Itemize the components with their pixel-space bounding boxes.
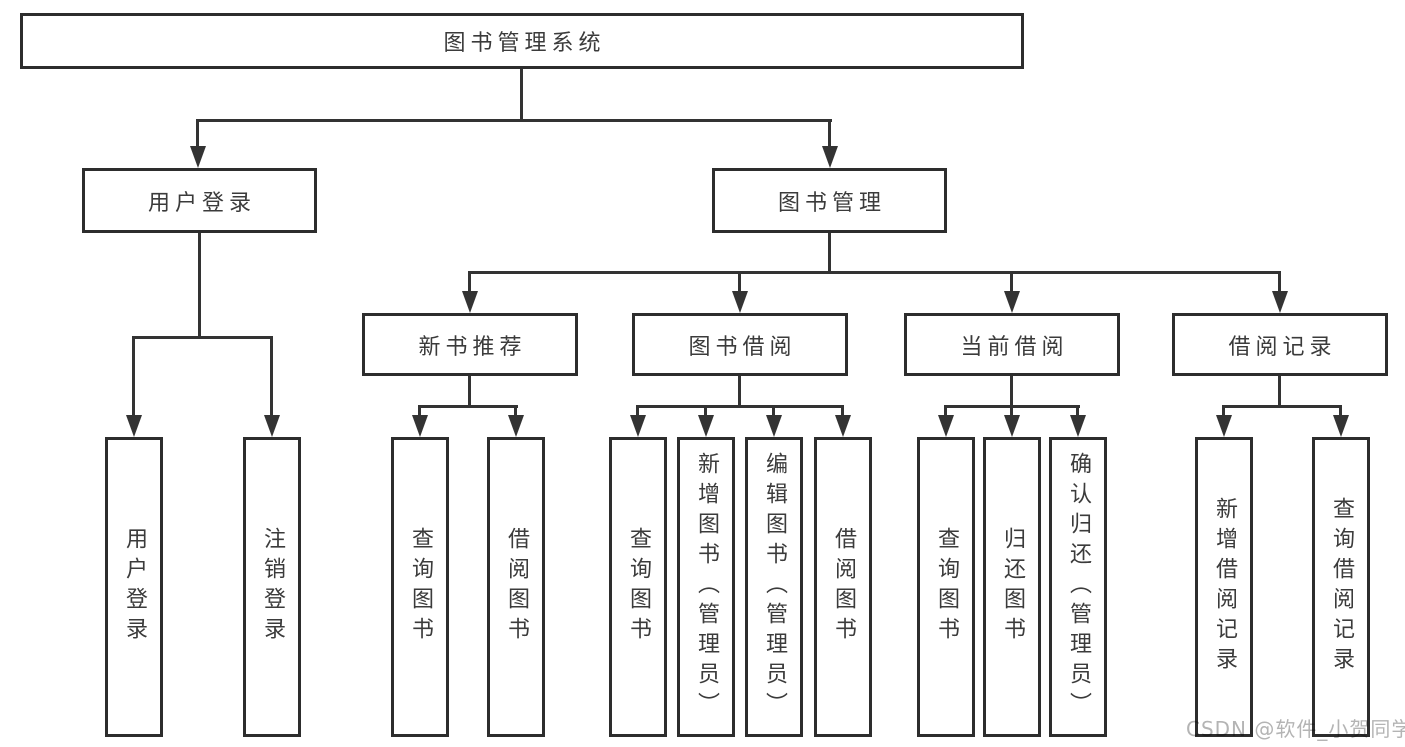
connector-hline (636, 405, 844, 408)
leaf-current-confirm-return-label: 确认归还（管理员） (1066, 452, 1091, 722)
connector-vline (468, 271, 471, 295)
connector-vline (1010, 271, 1013, 295)
arrow-down-icon (462, 291, 478, 313)
leaf-records-query-record-label: 查询借阅记录 (1329, 497, 1354, 677)
node-root: 图书管理系统 (20, 13, 1024, 69)
leaf-recommend-borrow-book-label: 借阅图书 (504, 527, 529, 647)
connector-hline (468, 271, 1281, 274)
node-book-mgmt-label: 图书管理 (777, 190, 886, 216)
leaf-current-return-book: 归还图书 (983, 437, 1041, 737)
arrow-down-icon (1272, 291, 1288, 313)
node-new-book-recommend-label: 新书推荐 (418, 334, 527, 360)
leaf-lending-query-book: 查询图书 (609, 437, 667, 737)
connector-vline (738, 376, 741, 408)
connector-vline (132, 336, 135, 416)
connector-hline (196, 119, 832, 122)
arrow-down-icon (1004, 415, 1020, 437)
node-current-lending-label: 当前借阅 (960, 334, 1069, 360)
node-book-lending: 图书借阅 (632, 313, 848, 376)
leaf-logout-label: 注销登录 (260, 527, 285, 647)
arrow-down-icon (835, 415, 851, 437)
connector-vline (1339, 405, 1342, 418)
arrow-down-icon (822, 146, 838, 168)
connector-hline (132, 336, 273, 339)
connector-vline (1010, 376, 1013, 408)
arrow-down-icon (508, 415, 524, 437)
connector-vline (828, 119, 831, 151)
arrow-down-icon (732, 291, 748, 313)
leaf-recommend-query-book: 查询图书 (391, 437, 449, 737)
node-book-lending-label: 图书借阅 (688, 334, 797, 360)
connector-vline (514, 405, 517, 418)
arrow-down-icon (264, 415, 280, 437)
node-new-book-recommend: 新书推荐 (362, 313, 578, 376)
arrow-down-icon (1216, 415, 1232, 437)
connector-vline (468, 376, 471, 408)
watermark: CSDN @软件_小贺同学 (1186, 717, 1405, 741)
leaf-logout: 注销登录 (243, 437, 301, 737)
leaf-user-login: 用户登录 (105, 437, 163, 737)
connector-vline (196, 119, 199, 151)
connector-vline (1278, 376, 1281, 408)
connector-vline (1076, 405, 1079, 418)
arrow-down-icon (698, 415, 714, 437)
arrow-down-icon (938, 415, 954, 437)
connector-vline (1222, 405, 1225, 418)
leaf-user-login-label: 用户登录 (122, 527, 147, 647)
connector-vline (828, 232, 831, 273)
arrow-down-icon (412, 415, 428, 437)
connector-vline (1278, 271, 1281, 295)
leaf-records-query-record: 查询借阅记录 (1312, 437, 1370, 737)
leaf-records-add-record-label: 新增借阅记录 (1212, 497, 1237, 677)
leaf-lending-edit-book-label: 编辑图书（管理员） (762, 452, 787, 722)
node-book-mgmt: 图书管理 (712, 168, 947, 233)
arrow-down-icon (630, 415, 646, 437)
connector-vline (841, 405, 844, 418)
leaf-lending-edit-book: 编辑图书（管理员） (745, 437, 803, 737)
connector-vline (636, 405, 639, 418)
leaf-current-query-book: 查询图书 (917, 437, 975, 737)
leaf-lending-add-book: 新增图书（管理员） (677, 437, 735, 737)
node-root-label: 图书管理系统 (443, 31, 606, 56)
connector-hline (418, 405, 518, 408)
node-lending-records: 借阅记录 (1172, 313, 1388, 376)
connector-vline (418, 405, 421, 418)
connector-vline (772, 405, 775, 418)
leaf-lending-query-book-label: 查询图书 (626, 527, 651, 647)
arrow-down-icon (126, 415, 142, 437)
arrow-down-icon (190, 146, 206, 168)
leaf-records-add-record: 新增借阅记录 (1195, 437, 1253, 737)
connector-vline (738, 271, 741, 295)
leaf-lending-borrow-book: 借阅图书 (814, 437, 872, 737)
node-current-lending: 当前借阅 (904, 313, 1120, 376)
arrow-down-icon (1070, 415, 1086, 437)
node-user-login-label: 用户登录 (147, 190, 256, 216)
connector-vline (1010, 405, 1013, 418)
connector-vline (198, 233, 201, 337)
leaf-lending-add-book-label: 新增图书（管理员） (694, 452, 719, 722)
leaf-current-return-book-label: 归还图书 (1000, 527, 1025, 647)
leaf-current-query-book-label: 查询图书 (934, 527, 959, 647)
node-lending-records-label: 借阅记录 (1228, 334, 1337, 360)
arrow-down-icon (766, 415, 782, 437)
connector-hline (1222, 405, 1342, 408)
connector-vline (704, 405, 707, 418)
node-user-login: 用户登录 (82, 168, 317, 233)
arrow-down-icon (1004, 291, 1020, 313)
connector-vline (520, 69, 523, 120)
leaf-lending-borrow-book-label: 借阅图书 (831, 527, 856, 647)
connector-vline (270, 336, 273, 416)
leaf-current-confirm-return: 确认归还（管理员） (1049, 437, 1107, 737)
connector-vline (944, 405, 947, 418)
arrow-down-icon (1333, 415, 1349, 437)
leaf-recommend-borrow-book: 借阅图书 (487, 437, 545, 737)
leaf-recommend-query-book-label: 查询图书 (408, 527, 433, 647)
